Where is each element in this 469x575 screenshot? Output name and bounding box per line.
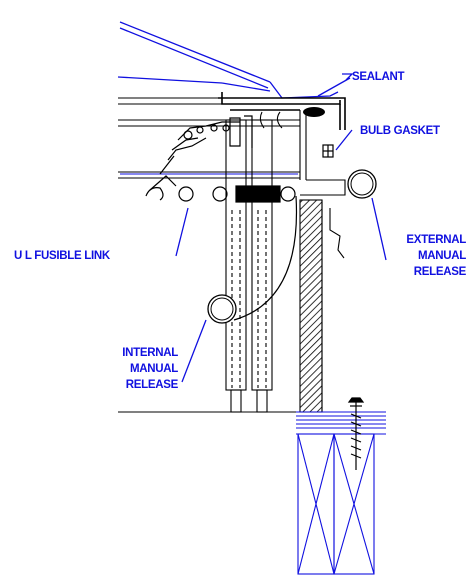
label-sealant: SEALANT [352,71,405,83]
roof-slope-lines [117,21,339,99]
label-internal-release-2: MANUAL [129,363,178,375]
vertical-panels [225,119,273,413]
sealant-bead [303,107,325,117]
label-ul-fusible-link: U L FUSIBLE LINK [14,250,110,262]
hatched-jamb [299,199,323,413]
external-release-handle [347,169,377,199]
label-internal-release-3: RELEASE [125,379,179,391]
internal-release-handle [207,294,237,324]
label-external-release-3: RELEASE [413,266,467,278]
cap-flashing [218,92,346,130]
roller-assembly [178,185,296,203]
internal-release-handle-inner [210,297,234,321]
label-bulb-gasket: BULB GASKET [360,125,440,137]
leader-lines [175,73,387,383]
external-release-handle-inner [350,172,374,196]
internal-release-cable [233,195,298,321]
break-line [329,208,345,259]
label-external-release-2: MANUAL [417,250,466,262]
label-external-release-1: EXTERNAL [406,234,466,246]
screw-anchor [347,397,365,470]
bulb-gasket [322,144,334,158]
lintel-block [300,179,346,196]
label-internal-release-1: INTERNAL [122,347,178,359]
wood-framing [296,411,386,575]
